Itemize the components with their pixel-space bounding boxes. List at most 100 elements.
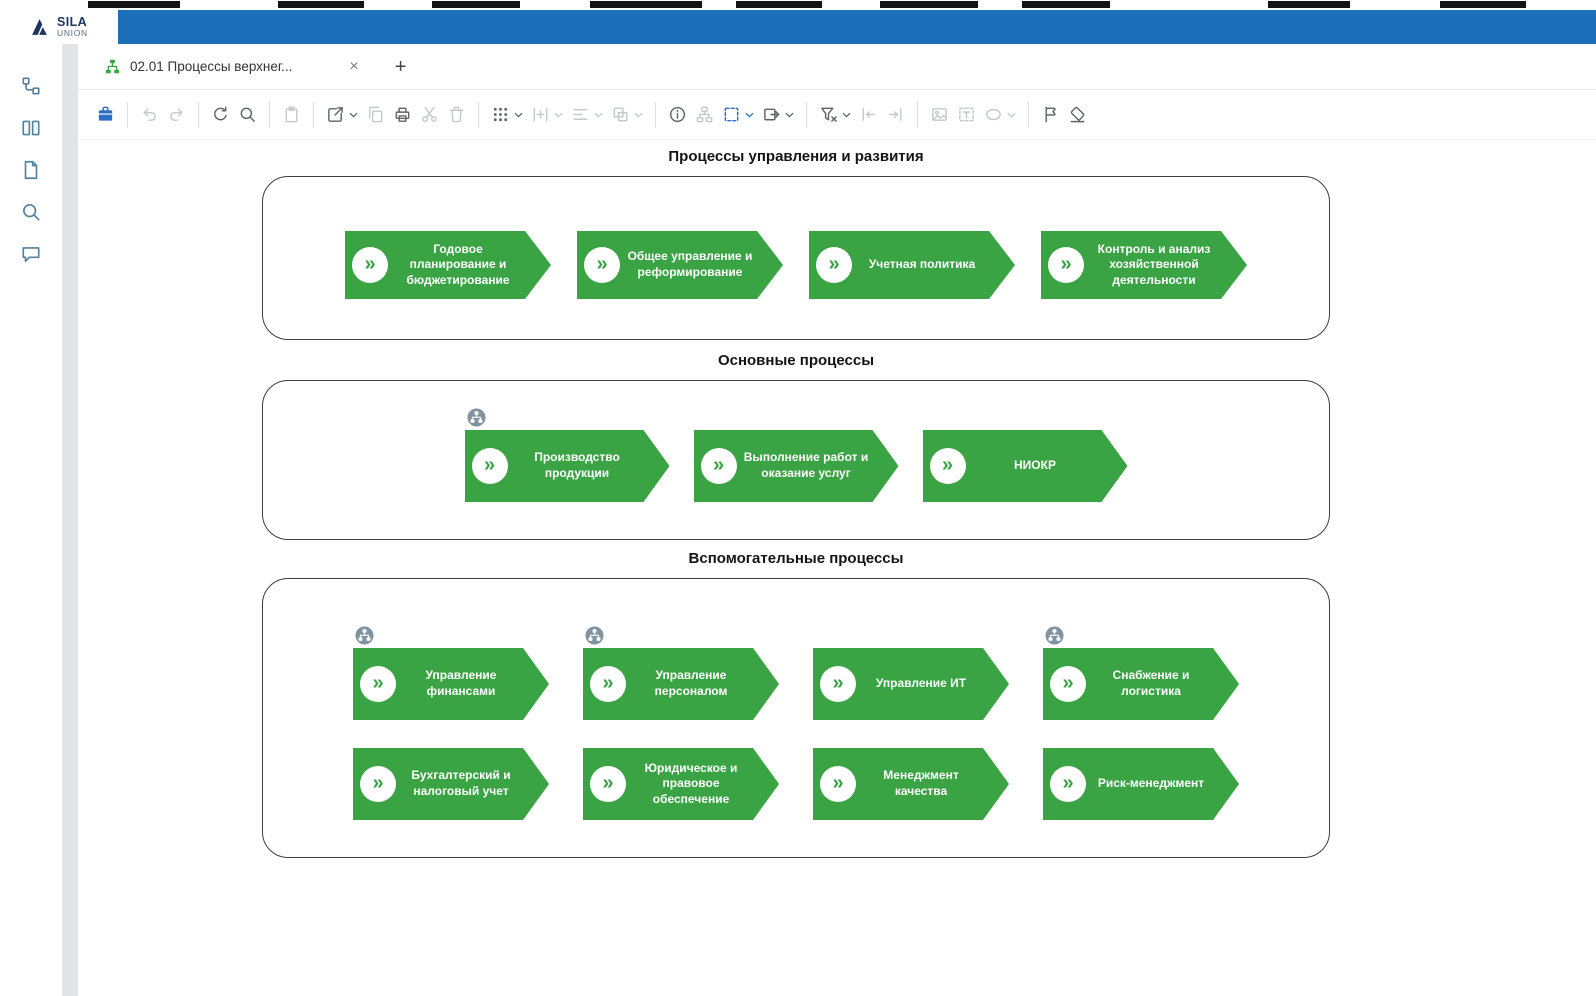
process-arrow: »Годовое планирование и бюджетирование	[345, 231, 551, 299]
toolbar-eraser-button[interactable]	[1064, 100, 1091, 129]
toolbar-separator	[917, 101, 918, 128]
sidebar-comments-button[interactable]	[19, 242, 43, 266]
process-shape[interactable]: »Годовое планирование и бюджетирование	[345, 231, 551, 299]
process-arrow: »Выполнение работ и оказание услуг	[694, 430, 899, 502]
logo-line-1: SILA	[57, 14, 88, 29]
toolbar-zoom-button[interactable]	[234, 100, 261, 129]
toolbar-text-box-button	[953, 100, 980, 129]
toolbar-separator	[313, 101, 314, 128]
process-shape[interactable]: » Управление персоналом	[583, 626, 779, 720]
process-arrow: » Контроль и анализ хозяйственной деятель…	[1041, 231, 1247, 299]
process-shape[interactable]: » Производство продукции	[465, 408, 670, 502]
double-chevron-icon: »	[701, 448, 737, 484]
process-arrow: »Управление финансами	[353, 648, 549, 720]
decomposition-badge-icon[interactable]	[466, 408, 486, 427]
sidebar-model-structure-button[interactable]	[19, 74, 43, 98]
process-label: Контроль и анализ хозяйственной деятельн…	[1097, 241, 1211, 287]
double-chevron-icon: »	[820, 766, 856, 802]
new-tab-button[interactable]: +	[394, 55, 407, 78]
redacted-block	[1440, 1, 1526, 8]
toolbar-info-button[interactable]	[664, 100, 691, 129]
double-chevron-icon: »	[584, 247, 620, 283]
toolbar-print-button[interactable]	[389, 100, 416, 129]
toolbar-filter-clear-button[interactable]	[815, 100, 855, 129]
process-arrow: »Учетная политика	[809, 231, 1015, 299]
double-chevron-icon: »	[590, 666, 626, 702]
process-label: НИОКР	[1014, 458, 1056, 473]
process-shape[interactable]: »Бухгалтерский и налоговый учет	[353, 748, 549, 820]
toolbar-export-button[interactable]	[322, 100, 362, 129]
toolbar-grid-button[interactable]	[487, 100, 527, 129]
decomposition-badge-icon[interactable]	[355, 626, 374, 645]
toolbar-flag-button[interactable]	[1037, 100, 1064, 129]
toolbar-separator	[127, 101, 128, 128]
process-arrow: » Риск-менеджмент	[1043, 748, 1239, 820]
section-title: Вспомогательные процессы	[688, 550, 904, 567]
redacted-block	[736, 1, 822, 8]
process-arrow: »Управление ИТ	[813, 648, 1009, 720]
toolbar-selection-button[interactable]	[718, 100, 758, 129]
process-shape[interactable]: »Учетная политика	[809, 231, 1015, 299]
process-shape[interactable]: »Снабжение и логистика	[1043, 626, 1239, 720]
sila-logo-icon	[28, 17, 51, 38]
process-shape[interactable]: »Юридическое и правовое обеспечение	[583, 748, 779, 820]
redacted-block	[88, 1, 180, 8]
double-chevron-icon: »	[1050, 766, 1086, 802]
process-label: Управление финансами	[425, 668, 497, 698]
toolbar-paste-button	[278, 100, 305, 129]
redacted-block	[278, 1, 364, 8]
process-label: Снабжение и логистика	[1112, 668, 1190, 698]
process-label: Управление персоналом	[654, 668, 728, 698]
app-logo[interactable]: SILA UNION	[0, 10, 118, 44]
process-shape[interactable]: »НИОКР	[923, 430, 1128, 502]
process-label: Менеджмент качества	[883, 768, 959, 798]
process-shape[interactable]: »Выполнение работ и оказание услуг	[694, 430, 899, 502]
process-row: »Годовое планирование и бюджетирование»О…	[262, 231, 1330, 299]
process-label: Риск-менеджмент	[1097, 776, 1205, 791]
process-shape[interactable]: »Управление ИТ	[813, 648, 1009, 720]
process-arrow: »Снабжение и логистика	[1043, 648, 1239, 720]
panel-splitter[interactable]	[62, 44, 78, 996]
process-row: »Управление финансами»Управление персона…	[262, 626, 1330, 720]
double-chevron-icon: »	[816, 247, 852, 283]
sidebar-search-button[interactable]	[19, 200, 43, 224]
redacted-block	[880, 1, 978, 8]
diagram-tree-icon	[104, 58, 121, 75]
double-chevron-icon: »	[1048, 247, 1084, 283]
toolbar-open-in-button[interactable]	[758, 100, 798, 129]
process-shape[interactable]: » Менеджмент качества	[813, 748, 1009, 820]
toolbar-redo-button	[163, 100, 190, 129]
process-label: Производство продукции	[534, 450, 620, 480]
toolbar-collapse-left-button	[855, 100, 882, 129]
process-arrow: » Управление персоналом	[583, 648, 779, 720]
process-label: Юридическое и правовое обеспечение	[644, 760, 738, 806]
diagram-canvas[interactable]: Процессы управления и развития»Годовое п…	[78, 140, 1596, 996]
sidebar-compare-models-button[interactable]	[19, 116, 43, 140]
tab-title: 02.01 Процессы верхнег...	[130, 59, 293, 74]
process-arrow: »НИОКР	[923, 430, 1128, 502]
content-area: 02.01 Процессы верхнег... × + Процессы у…	[78, 44, 1596, 996]
process-arrow: » Производство продукции	[465, 430, 670, 502]
process-label: Общее управление и реформирование	[627, 249, 753, 279]
double-chevron-icon: »	[820, 666, 856, 702]
process-arrow: »Общее управление и реформирование	[577, 231, 783, 299]
diagram-toolbar	[78, 90, 1596, 140]
process-label: Выполнение работ и оказание услуг	[743, 450, 869, 480]
sidebar-document-button[interactable]	[19, 158, 43, 182]
toolbar-shape-ellipse-button	[980, 100, 1020, 129]
process-shape[interactable]: » Контроль и анализ хозяйственной деятель…	[1041, 231, 1247, 299]
process-shape[interactable]: »Общее управление и реформирование	[577, 231, 783, 299]
tab-close-button[interactable]: ×	[349, 57, 359, 75]
decomposition-badge-icon[interactable]	[585, 626, 604, 645]
double-chevron-icon: »	[352, 247, 388, 283]
decomposition-badge-icon[interactable]	[1045, 626, 1064, 645]
tab-active[interactable]: 02.01 Процессы верхнег... ×	[92, 44, 371, 89]
toolbar-save-model-button[interactable]	[92, 100, 119, 129]
logo-text: SILA UNION	[57, 14, 88, 38]
toolbar-refresh-button[interactable]	[207, 100, 234, 129]
double-chevron-icon: »	[472, 448, 508, 484]
process-row: »Производство продукции»Выполнение работ…	[262, 408, 1330, 502]
process-shape[interactable]: »Управление финансами	[353, 626, 549, 720]
process-shape[interactable]: » Риск-менеджмент	[1043, 748, 1239, 820]
